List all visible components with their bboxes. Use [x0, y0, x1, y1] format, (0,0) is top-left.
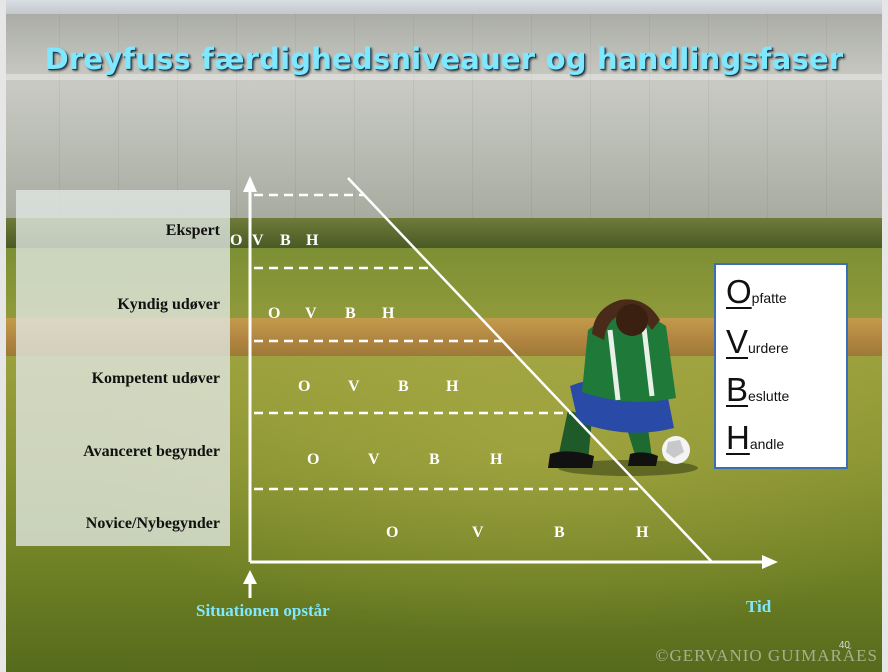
legend-initial: V: [726, 323, 748, 360]
novice-phase-o: O: [386, 524, 398, 541]
expert-phase-b: B: [280, 232, 291, 249]
novice-phase-h: H: [636, 524, 649, 541]
legend-item-handle: Handle: [726, 419, 784, 457]
y-axis-arrow: [243, 176, 257, 192]
proficient-phase-h: H: [382, 305, 395, 322]
competent-phase-v: V: [348, 378, 360, 395]
legend-rest: pfatte: [752, 290, 787, 306]
proficient-phase-o: O: [268, 305, 280, 322]
time-boundary-line: [348, 178, 712, 562]
x-axis-label: Tid: [746, 597, 772, 616]
x-axis-arrow: [762, 555, 778, 569]
legend-rest: eslutte: [748, 388, 789, 404]
photo-watermark: ©GERVANIO GUIMARÃES: [656, 646, 878, 666]
advanced-phase-o: O: [307, 451, 319, 468]
competent-phase-b: B: [398, 378, 409, 395]
legend-item-beslutte: Beslutte: [726, 371, 789, 409]
expert-phase-h: H: [306, 232, 319, 249]
competent-phase-h: H: [446, 378, 459, 395]
advanced-phase-v: V: [368, 451, 380, 468]
legend-item-vurdere: Vurdere: [726, 323, 788, 361]
legend-rest: andle: [750, 436, 784, 452]
y-axis-label: Situationen opstår: [196, 601, 330, 620]
proficient-phase-b: B: [345, 305, 356, 322]
competent-phase-o: O: [298, 378, 310, 395]
legend-initial: O: [726, 273, 752, 310]
advanced-phase-h: H: [490, 451, 503, 468]
situation-arrow-head: [243, 570, 257, 584]
expert-phase-o: O: [230, 232, 242, 249]
legend-item-opfatte: Opfatte: [726, 273, 787, 311]
phase-legend: Opfatte Vurdere Beslutte Handle: [714, 263, 848, 469]
novice-phase-b: B: [554, 524, 565, 541]
proficient-phase-v: V: [305, 305, 317, 322]
legend-initial: H: [726, 419, 750, 456]
novice-phase-v: V: [472, 524, 484, 541]
legend-rest: urdere: [748, 340, 788, 356]
expert-phase-v: V: [252, 232, 264, 249]
legend-initial: B: [726, 371, 748, 408]
advanced-phase-b: B: [429, 451, 440, 468]
